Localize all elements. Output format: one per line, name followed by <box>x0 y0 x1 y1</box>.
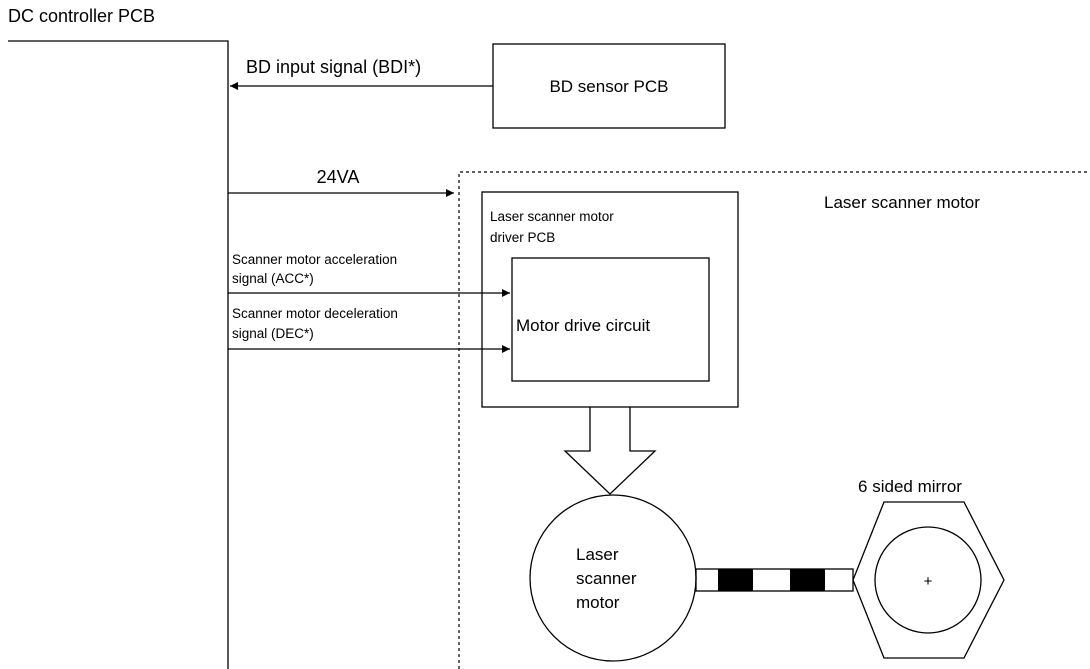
motor-drive-circuit-label: Motor drive circuit <box>516 316 650 335</box>
bd-signal-label: BD input signal (BDI*) <box>246 57 421 77</box>
acc-signal-label-line1: Scanner motor acceleration <box>232 252 397 267</box>
driver-pcb-label-line1: Laser scanner motor <box>490 209 614 224</box>
bd-sensor-box <box>492 43 726 129</box>
motor-drive-circuit-box <box>511 257 710 382</box>
scanner-motor-unit-label: Laser scanner motor <box>824 193 980 212</box>
shaft-segment-1 <box>718 569 753 591</box>
driver-pcb-box <box>481 191 739 408</box>
bd-sensor-label: BD sensor PCB <box>549 77 668 96</box>
drive-output-arrow <box>563 407 657 495</box>
motor-label-line3: motor <box>576 593 620 612</box>
motor-label-line2: scanner <box>576 569 637 588</box>
mirror-label: 6 sided mirror <box>858 477 962 496</box>
mirror-center-mark: + <box>924 573 933 590</box>
motor-label-line1: Laser <box>576 545 619 564</box>
mirror-hub-circle <box>874 526 982 634</box>
dec-signal-label-line1: Scanner motor deceleration <box>232 306 398 321</box>
shaft-segment-2 <box>790 569 825 591</box>
six-sided-mirror-hexagon <box>852 501 1005 659</box>
dc-controller-label: DC controller PCB <box>8 6 155 26</box>
acc-signal-label-line2: signal (ACC*) <box>232 271 314 286</box>
power-label: 24VA <box>317 167 360 187</box>
driver-pcb-label-line2: driver PCB <box>490 230 555 245</box>
dc-controller-board-edge <box>8 40 229 669</box>
scanner-motor-unit-boundary <box>458 171 1090 669</box>
dec-signal-label-line2: signal (DEC*) <box>232 326 314 341</box>
